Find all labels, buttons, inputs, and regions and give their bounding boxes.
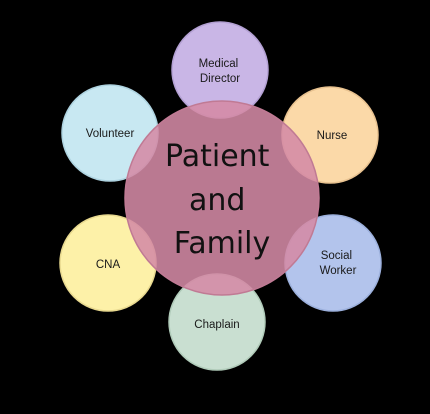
center-label-line-2: and [189,183,245,218]
center-circle [124,100,320,296]
role-chaplain-label: Chaplain [194,319,239,331]
role-volunteer-label: Volunteer [86,128,135,140]
center-label-line-3: Family [174,226,271,261]
center-node: Patient and Family [124,100,320,296]
center-label: Patient and Family [165,139,279,261]
role-medical-director: Medical Director [171,21,269,119]
role-medical-director-label: Medical Director [199,58,242,85]
role-medical-director-label-line-2: Director [200,73,240,85]
center-label-line-1: Patient [165,139,270,174]
role-cna-label: CNA [96,259,121,271]
role-medical-director-label-line-1: Medical [199,58,239,70]
role-social-worker-label-line-1: Social [321,250,352,262]
role-volunteer-label-line-1: Volunteer [86,128,135,140]
role-cna-label-line-1: CNA [96,259,121,271]
role-social-worker-label-line-2: Worker [320,265,357,277]
role-nurse-label: Nurse [317,130,348,142]
role-chaplain-label-line-1: Chaplain [194,319,239,331]
role-nurse-label-line-1: Nurse [317,130,348,142]
role-social-worker-label: Social Worker [320,250,357,277]
